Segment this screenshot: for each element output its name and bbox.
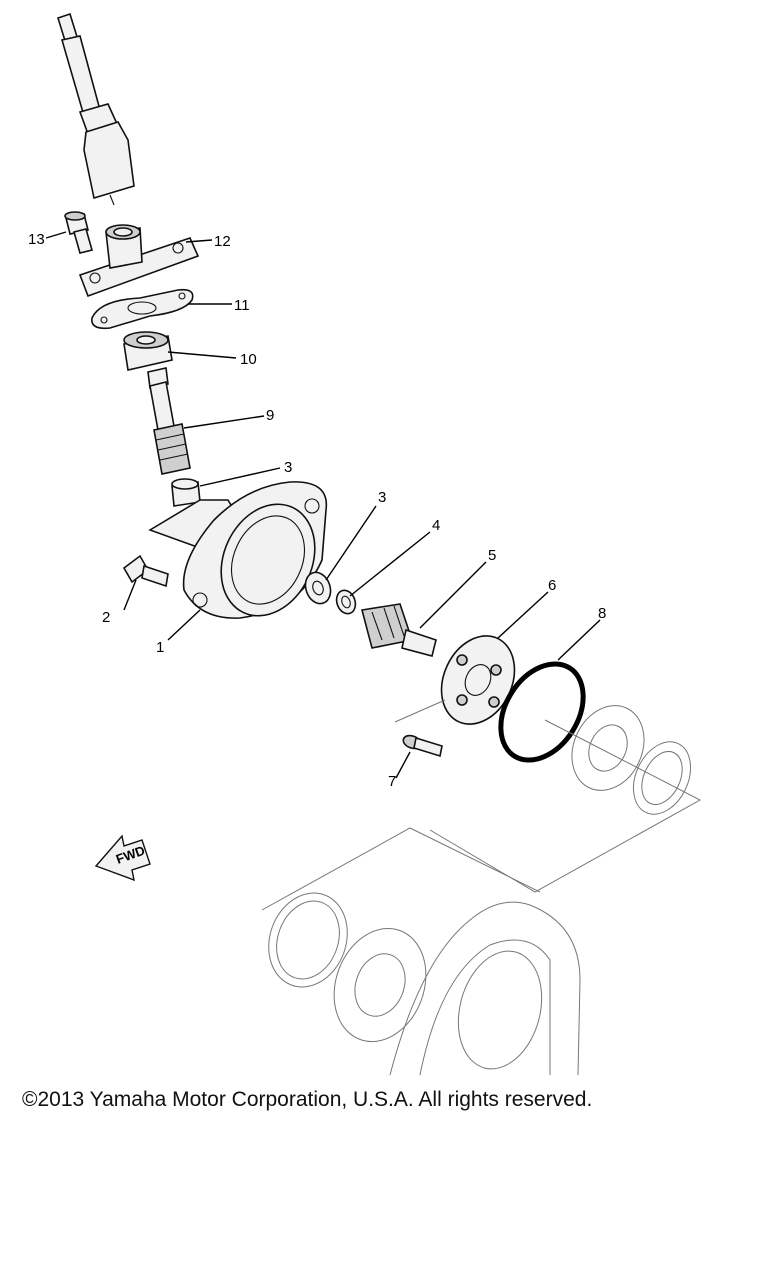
callout-2: 2 <box>102 609 110 626</box>
callout-6: 6 <box>548 577 556 594</box>
part-11-gasket <box>91 288 194 330</box>
callout-12: 12 <box>214 233 231 250</box>
leader-lines <box>45 231 601 779</box>
part-10-bushing <box>123 331 173 371</box>
fwd-arrow-icon: FWD <box>94 834 151 882</box>
part-12-holder <box>78 224 200 298</box>
callout-9: 9 <box>266 407 274 424</box>
part-13-bolt <box>64 211 93 254</box>
callout-8: 8 <box>598 605 606 622</box>
callout-3-upper: 3 <box>284 459 292 476</box>
callout-1: 1 <box>156 639 164 656</box>
callout-3-lower: 3 <box>378 489 386 506</box>
part-7-screw <box>402 734 443 758</box>
part-5-drive-gear <box>361 603 437 657</box>
callout-7: 7 <box>388 773 396 790</box>
part-9-driven-gear <box>147 367 191 475</box>
part-6-plate <box>440 635 516 725</box>
part-2-bolt <box>122 554 169 588</box>
callout-11: 11 <box>234 297 250 314</box>
part-3-bushing-lower <box>304 571 332 605</box>
part-1-housing <box>148 481 328 619</box>
speedometer-cable <box>57 12 135 206</box>
callout-10: 10 <box>240 351 257 368</box>
hub-bearing-ghost <box>394 699 702 893</box>
exploded-parts-diagram: FWD 13 12 11 10 9 3 3 4 5 6 8 2 1 7 <box>28 12 702 1076</box>
callout-13: 13 <box>28 231 45 248</box>
copyright-notice: ©2013 Yamaha Motor Corporation, U.S.A. A… <box>22 1088 593 1111</box>
callout-4: 4 <box>432 517 440 534</box>
callouts: 13 12 11 10 9 3 3 4 5 6 8 2 1 7 <box>28 231 606 790</box>
callout-5: 5 <box>488 547 496 564</box>
part-8-o-ring <box>498 661 586 763</box>
hub-ghost <box>261 827 581 1076</box>
